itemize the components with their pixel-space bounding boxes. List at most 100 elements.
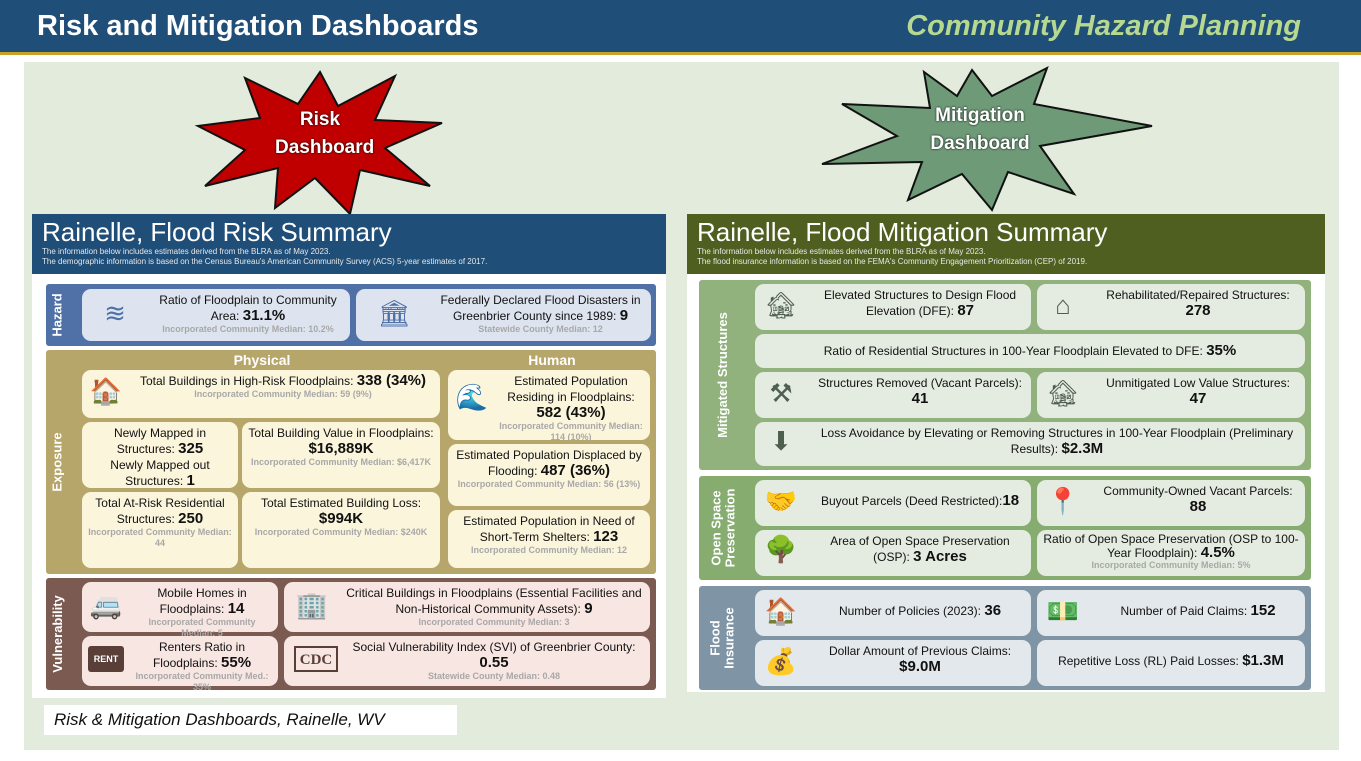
newly-mapped-out-label: Newly Mapped out Structures: <box>110 458 210 488</box>
flood-disasters-label: Federally Declared Flood Disasters in Gr… <box>440 293 641 323</box>
cdc-logo-icon: CDC <box>294 646 338 672</box>
flood-disasters-median: Statewide County Median: 12 <box>478 324 603 334</box>
repetitive-loss-value: $1.3M <box>1242 652 1284 669</box>
building-loss-card: Total Estimated Building Loss: $994K Inc… <box>242 492 440 568</box>
critical-buildings-value: 9 <box>584 600 593 617</box>
previous-claims-label: Dollar Amount of Previous Claims: <box>828 644 1012 658</box>
hospital-building-icon: 🏢 <box>295 590 329 620</box>
risk-note-1: The information below includes estimates… <box>42 247 331 256</box>
flood-disasters-card: Federally Declared Flood Disasters in Gr… <box>356 289 651 341</box>
elevated-structures-value: 87 <box>957 302 975 319</box>
newly-mapped-out-value: 1 <box>186 472 195 489</box>
building-value-card: Total Building Value in Floodplains: $16… <box>242 422 440 488</box>
mobile-homes-median: Incorporated Community Median: 5 <box>148 617 256 638</box>
page-subtitle: Community Hazard Planning <box>906 10 1301 42</box>
at-risk-residential-median: Incorporated Community Median: 44 <box>88 527 232 548</box>
newly-mapped-card: Newly Mapped in Structures: 325 Newly Ma… <box>82 422 238 489</box>
vulnerability-label: Vulnerability <box>50 595 66 673</box>
shelter-need-value: 123 <box>593 528 619 545</box>
newly-mapped-in-value: 325 <box>178 440 204 457</box>
newly-mapped-in-label: Newly Mapped in Structures: <box>113 426 207 456</box>
osp-area-card: Area of Open Space Preservation (OSP): 3… <box>755 530 1031 576</box>
mitigation-note-1: The information below includes estimates… <box>697 247 986 256</box>
flood-insurance-label: Flood Insurance <box>708 607 737 669</box>
open-space-label: Open Space Preservation <box>708 488 738 568</box>
svi-card: Social Vulnerability Index (SVI) of Gree… <box>284 636 650 686</box>
high-risk-buildings-label: Total Buildings in High-Risk Floodplains… <box>140 374 354 388</box>
building-value-value: $16,889K <box>308 440 374 457</box>
shelter-need-card: Estimated Population in Need of Short-Te… <box>448 510 650 568</box>
floodplain-ratio-value: 31.1% <box>242 307 286 324</box>
map-pin-icon: 📍 <box>1046 486 1080 516</box>
risk-star-label: Risk Dashboard <box>275 109 375 158</box>
population-floodplains-value: 582 (43%) <box>536 404 606 421</box>
unmitigated-value: 47 <box>1189 390 1207 407</box>
population-floodplains-label: Estimated Population Residing in Floodpl… <box>507 374 635 404</box>
rehabilitated-value: 278 <box>1185 302 1211 319</box>
shelter-need-label: Estimated Population in Need of Short-Te… <box>463 514 635 544</box>
building-loss-median: Incorporated Community Median: $240K <box>254 527 428 537</box>
money-down-arrow-icon: ⬇ <box>770 426 792 456</box>
mitigation-star-burst <box>821 65 1153 212</box>
flood-disasters-value: 9 <box>619 307 629 324</box>
svi-median: Statewide County Median: 0.48 <box>427 671 561 681</box>
svi-value: 0.55 <box>479 654 509 671</box>
high-risk-buildings-card: Total Buildings in High-Risk Floodplains… <box>82 370 440 418</box>
tree-icon: 🌳 <box>764 534 798 564</box>
unmitigated-label: Unmitigated Low Value Structures: <box>1106 376 1290 390</box>
critical-buildings-label: Critical Buildings in Floodplains (Essen… <box>346 586 642 616</box>
handshake-icon: 🤝 <box>764 486 798 516</box>
residential-elevated-ratio-label: Ratio of Residential Structures in 100-Y… <box>823 344 1203 358</box>
mitigated-label-wrap: Mitigated Structures <box>699 280 747 470</box>
risk-summary-panel: Rainelle, Flood Risk Summary The informa… <box>32 214 666 698</box>
openspace-label-wrap: Open Space Preservation <box>699 476 747 580</box>
high-risk-buildings-median: Incorporated Community Median: 59 (9%) <box>194 389 372 399</box>
physical-heading: Physical <box>233 352 291 368</box>
flooded-house-icon: 🏠 <box>89 376 123 406</box>
flood-insurance-section: Flood Insurance Number of Policies (2023… <box>699 586 1311 690</box>
floodplain-ratio-median: Incorporated Community Median: 10.2% <box>162 324 334 334</box>
shelter-need-median: Incorporated Community Median: 12 <box>470 545 628 555</box>
house-repair-icon: ⌂ <box>1055 290 1071 320</box>
critical-buildings-card: Critical Buildings in Floodplains (Essen… <box>284 582 650 632</box>
government-building-icon: 🏛 <box>377 298 411 328</box>
at-risk-residential-label: Total At-Risk Residential Structures: <box>95 496 225 526</box>
elevated-structures-card: Elevated Structures to Design Flood Elev… <box>755 284 1031 330</box>
vacant-parcels-card: Community-Owned Vacant Parcels: 88 <box>1037 480 1305 526</box>
renters-ratio-value: 55% <box>221 654 252 671</box>
damaged-house-icon: 🏚 <box>1046 378 1080 408</box>
population-displaced-label: Estimated Population Displaced by Floodi… <box>456 448 642 478</box>
policies-value: 36 <box>984 602 1002 619</box>
page-title: Risk and Mitigation Dashboards <box>37 10 479 42</box>
mitigation-title: Rainelle, Flood Mitigation Summary <box>697 217 1108 247</box>
exposure-label: Exposure <box>50 432 65 492</box>
structures-removed-card: Structures Removed (Vacant Parcels): 41 <box>755 372 1031 418</box>
rehabilitated-label: Rehabilitated/Repaired Structures: <box>1106 288 1290 302</box>
human-heading: Human <box>528 352 576 368</box>
osp-ratio-value: 4.5% <box>1200 544 1235 561</box>
population-displaced-card: Estimated Population Displaced by Floodi… <box>448 444 650 506</box>
structures-removed-label: Structures Removed (Vacant Parcels): <box>818 376 1022 390</box>
mobile-homes-label: Mobile Homes in Floodplains: <box>157 586 247 616</box>
vulnerability-label-wrap: Vulnerability <box>46 578 70 690</box>
loss-avoidance-value: $2.3M <box>1061 440 1104 457</box>
unmitigated-card: Unmitigated Low Value Structures: 47 <box>1037 372 1305 418</box>
high-risk-buildings-value: 338 (34%) <box>356 372 426 389</box>
title-bar: Risk and Mitigation Dashboards Community… <box>0 0 1361 55</box>
building-value-label: Total Building Value in Floodplains: <box>248 426 434 440</box>
buyout-parcels-card: Buyout Parcels (Deed Restricted):18 <box>755 480 1031 526</box>
mitigation-header: Rainelle, Flood Mitigation Summary The i… <box>687 214 1325 274</box>
policies-card: Number of Policies (2023): 36 <box>755 590 1031 636</box>
paid-claims-label: Number of Paid Claims: <box>1120 604 1248 618</box>
at-risk-residential-card: Total At-Risk Residential Structures: 25… <box>82 492 238 568</box>
paid-claims-value: 152 <box>1250 602 1276 619</box>
mitigated-structures-section: Mitigated Structures Elevated Structures… <box>699 280 1311 470</box>
building-loss-value: $994K <box>318 510 364 527</box>
previous-claims-value: $9.0M <box>899 658 941 675</box>
risk-title: Rainelle, Flood Risk Summary <box>42 217 392 247</box>
rent-house-icon: RENT <box>88 646 124 672</box>
vacant-parcels-value: 88 <box>1189 498 1207 515</box>
paid-claims-card: Number of Paid Claims: 152 <box>1037 590 1305 636</box>
repetitive-loss-label: Repetitive Loss (RL) Paid Losses: <box>1058 654 1239 668</box>
vacant-parcels-label: Community-Owned Vacant Parcels: <box>1103 484 1293 498</box>
